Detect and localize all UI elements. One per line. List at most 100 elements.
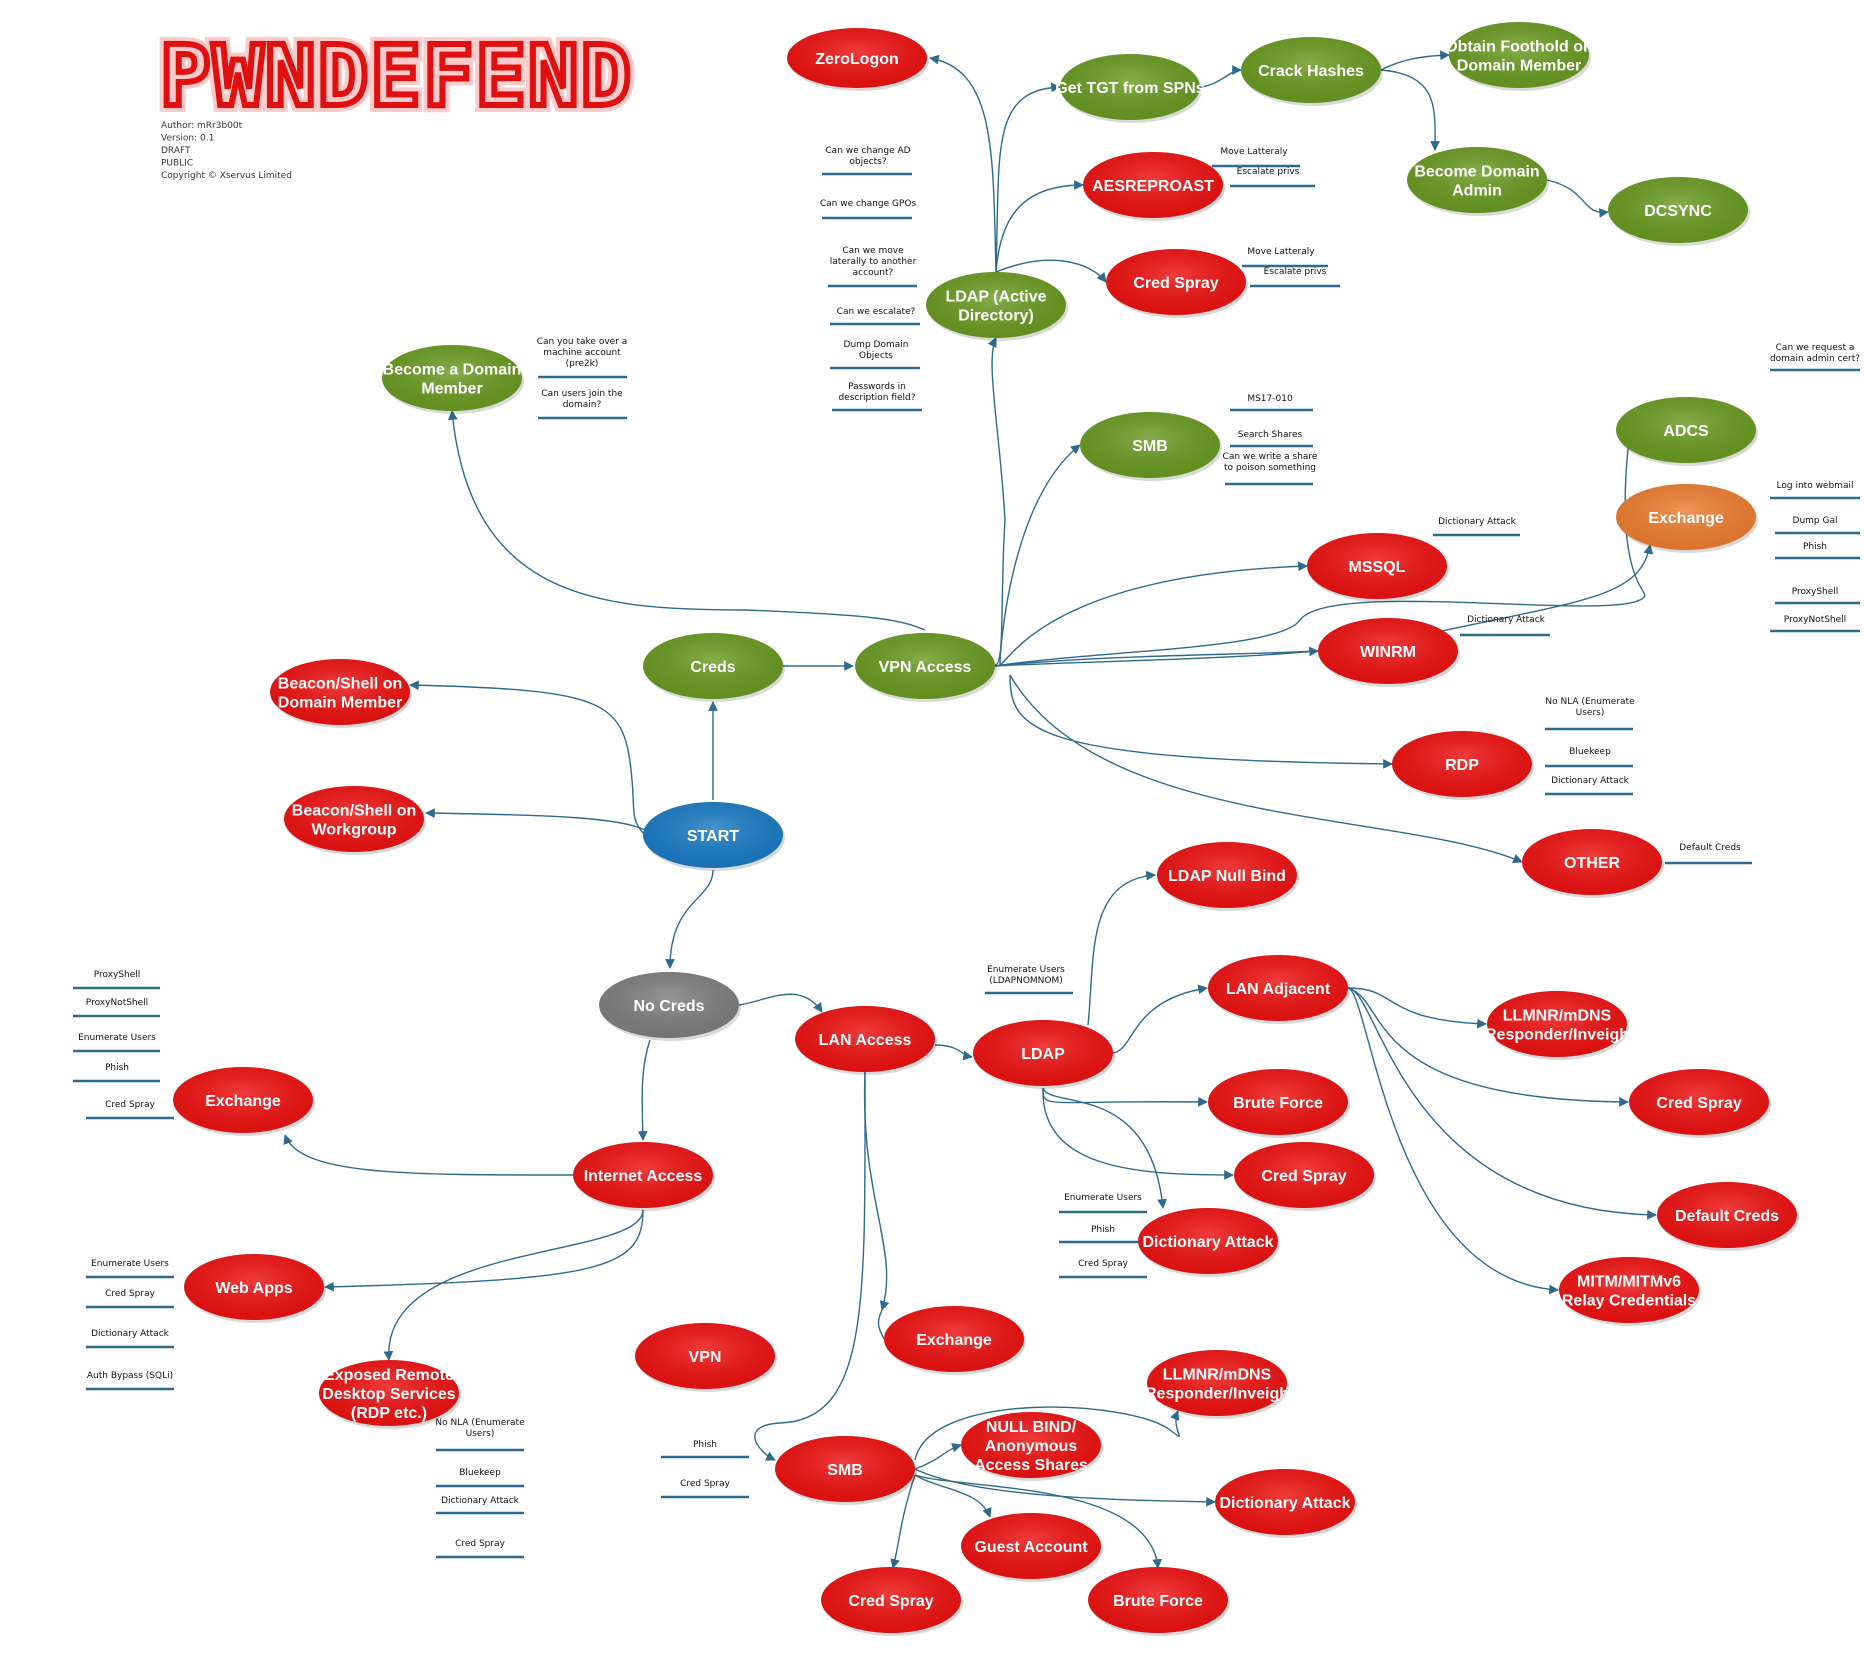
- node-adcs[interactable]: ADCS: [1616, 397, 1758, 466]
- node-aesreproast[interactable]: AESREPROAST: [1083, 152, 1225, 221]
- node-label: MSSQL: [1349, 559, 1406, 576]
- annotation-note: Search Shares: [1230, 430, 1313, 448]
- annotation-text: Cred Spray: [105, 1289, 156, 1299]
- node-gloss: [1208, 955, 1348, 1021]
- node-dcsync[interactable]: DCSYNC: [1608, 177, 1750, 246]
- node-web-apps[interactable]: Web Apps: [184, 1254, 326, 1323]
- edge-connector: [1199, 65, 1242, 88]
- node-brute-force-ldap[interactable]: Brute Force: [1208, 1069, 1350, 1138]
- node-winrm[interactable]: WINRM: [1318, 618, 1460, 687]
- node-ldap-lan[interactable]: LDAP: [973, 1020, 1115, 1089]
- edge-connector: [383, 1209, 644, 1361]
- node-label: Crack Hashes: [1258, 63, 1364, 80]
- node-exchange-inet[interactable]: Exchange: [173, 1067, 315, 1136]
- node-start[interactable]: START: [643, 802, 785, 871]
- node-brute-force-smb[interactable]: Brute Force: [1088, 1567, 1230, 1636]
- node-cred-spray-adj[interactable]: Cred Spray: [1629, 1069, 1771, 1138]
- node-other[interactable]: OTHER: [1522, 829, 1664, 898]
- edge-connector: [1042, 1087, 1208, 1107]
- node-dict-attack-smb[interactable]: Dictionary Attack: [1215, 1469, 1357, 1538]
- node-label: No Creds: [633, 998, 704, 1015]
- node-exchange-lan[interactable]: Exchange: [884, 1306, 1026, 1375]
- annotation-text: Bluekeep: [459, 1468, 501, 1478]
- annotation-text: Search Shares: [1238, 430, 1303, 440]
- annotation-text: Users): [466, 1429, 495, 1439]
- node-cred-spray-ldap[interactable]: Cred Spray: [1106, 249, 1248, 318]
- node-gloss: [1487, 991, 1627, 1057]
- node-llmnr2[interactable]: LLMNR/mDNS(Responder/Inveigh): [1140, 1350, 1295, 1419]
- annotation-note: Enumerate Users: [73, 1033, 160, 1053]
- annotation-text: Dictionary Attack: [1467, 615, 1546, 625]
- edge-connector: [914, 1406, 1180, 1461]
- annotation-note: Phish: [661, 1440, 749, 1459]
- node-get-tgt[interactable]: Get TGT from SPNs: [1055, 54, 1205, 123]
- edge-connector: [999, 444, 1081, 666]
- annotation-text: Can we request a: [1776, 343, 1855, 353]
- edge-connector: [637, 1039, 651, 1141]
- edge-connector: [995, 82, 1061, 273]
- node-gloss: [1608, 177, 1748, 243]
- node-label: ZeroLogon: [815, 51, 899, 68]
- annotation-note: Log into webmail: [1770, 481, 1860, 500]
- annotation-text: Can we change GPOs: [820, 199, 917, 209]
- edge-connector: [447, 410, 926, 631]
- annotation-text: Phish: [1803, 542, 1827, 552]
- edge-connector: [1347, 987, 1657, 1220]
- node-label: AESREPROAST: [1092, 178, 1214, 195]
- annotation-note: Cred Spray: [86, 1289, 174, 1309]
- annotation-text: Cred Spray: [105, 1100, 156, 1110]
- node-crack-hashes[interactable]: Crack Hashes: [1241, 37, 1383, 106]
- edge-connector: [425, 808, 646, 831]
- node-lan-access[interactable]: LAN Access: [795, 1006, 937, 1075]
- node-creds[interactable]: Creds: [643, 633, 785, 702]
- node-lan-adjacent[interactable]: LAN Adjacent: [1208, 955, 1350, 1024]
- node-cred-spray-smb[interactable]: Cred Spray: [821, 1567, 963, 1636]
- node-internet-access[interactable]: Internet Access: [573, 1142, 715, 1211]
- node-smb-vpn[interactable]: SMB: [1080, 412, 1222, 481]
- annotation-note: Dictionary Attack: [1460, 615, 1550, 637]
- node-zerologon[interactable]: ZeroLogon: [787, 28, 929, 91]
- node-smb-lan[interactable]: SMB: [775, 1436, 917, 1505]
- edge-connector: [877, 1309, 885, 1340]
- annotation-note: Enumerate Users: [86, 1259, 174, 1279]
- annotation-text: Objects: [859, 351, 893, 361]
- node-default-creds[interactable]: Default Creds: [1657, 1182, 1799, 1251]
- node-mssql[interactable]: MSSQL: [1307, 533, 1449, 602]
- node-llmnr1[interactable]: LLMNR/mDNS(Responder/Inveigh): [1480, 991, 1635, 1060]
- node-rdp-vpn[interactable]: RDP: [1392, 731, 1534, 800]
- node-label: Web Apps: [215, 1280, 292, 1297]
- annotation-note: Can we escalate?: [830, 307, 920, 326]
- edge-connector: [1112, 984, 1208, 1054]
- node-vpn[interactable]: VPN: [635, 1323, 777, 1392]
- node-label: Brute Force: [1113, 1593, 1203, 1610]
- node-exchange-vpn[interactable]: Exchange: [1616, 484, 1758, 553]
- annotation-text: Users): [1576, 708, 1605, 718]
- node-label: Cred Spray: [1133, 275, 1218, 292]
- node-cred-spray-ldap2[interactable]: Cred Spray: [1234, 1142, 1376, 1211]
- node-dict-attack-ldap[interactable]: Dictionary Attack: [1138, 1208, 1280, 1277]
- node-gloss: [795, 1006, 935, 1072]
- node-guest-account[interactable]: Guest Account: [961, 1513, 1103, 1582]
- node-vpn-access[interactable]: VPN Access: [855, 633, 997, 702]
- annotation-text: ProxyNotShell: [86, 998, 148, 1008]
- node-no-creds[interactable]: No Creds: [599, 972, 741, 1041]
- annotation-text: Can we change AD: [825, 146, 910, 156]
- node-label: Directory): [958, 308, 1034, 325]
- node-ldap-null[interactable]: LDAP Null Bind: [1157, 842, 1299, 911]
- node-label: Access Shares: [974, 1457, 1088, 1474]
- node-gloss: [573, 1142, 713, 1208]
- node-label: Exposed Remote: [324, 1367, 454, 1384]
- node-gloss: [1138, 1208, 1278, 1274]
